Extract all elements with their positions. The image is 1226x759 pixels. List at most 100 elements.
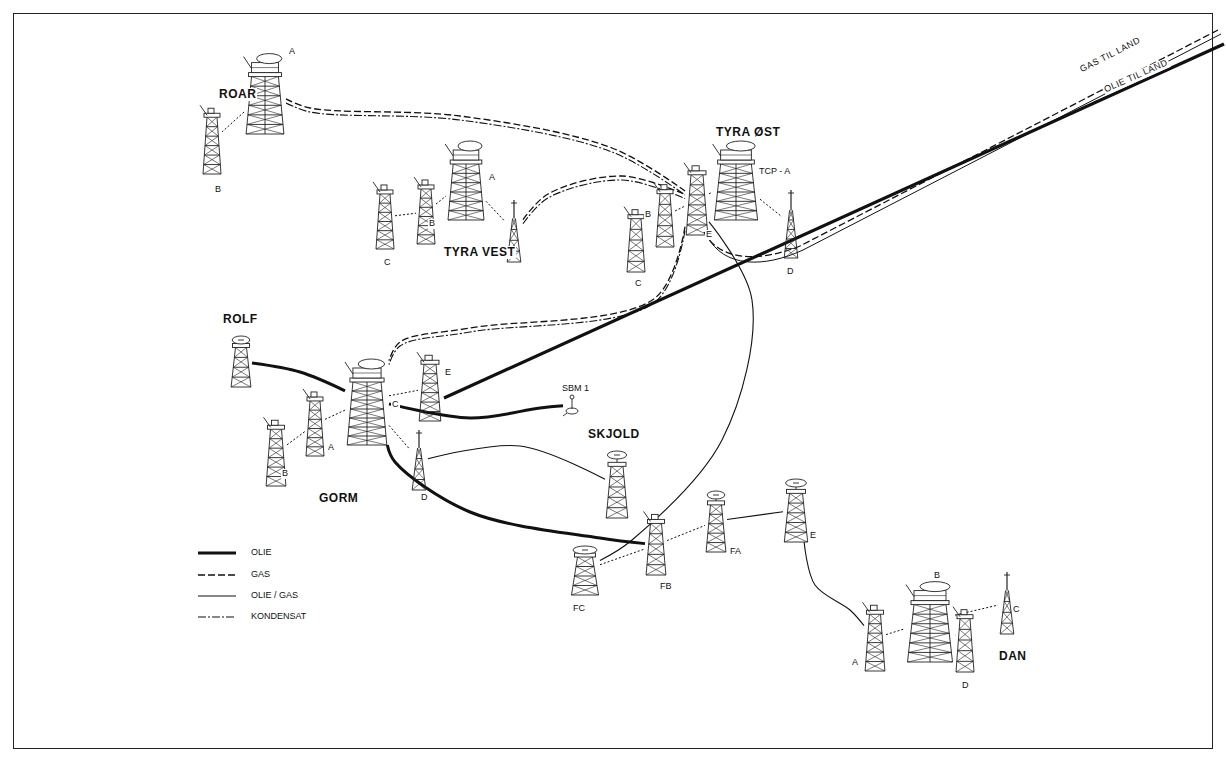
pipeline-stroke bbox=[727, 512, 783, 520]
field-name: SKJOLD bbox=[587, 428, 641, 441]
bridge bbox=[667, 525, 705, 540]
legend-text: OLIE bbox=[250, 548, 273, 558]
bridge bbox=[222, 112, 244, 132]
gas-to-land-line bbox=[704, 30, 1221, 262]
bridge bbox=[287, 431, 305, 444]
platform-symbol bbox=[410, 430, 428, 490]
platform-symbol bbox=[783, 478, 809, 542]
bridge bbox=[436, 196, 446, 204]
pipeline-stroke bbox=[389, 404, 563, 418]
oil-to-land-line bbox=[444, 44, 1224, 398]
pipeline-stroke bbox=[389, 227, 685, 361]
platform: D bbox=[955, 610, 975, 672]
field-name: ROLF bbox=[222, 313, 259, 326]
platform-symbol bbox=[955, 610, 975, 672]
platform: TCP - A bbox=[712, 140, 760, 220]
platform-symbol bbox=[605, 450, 629, 518]
platform: C bbox=[375, 185, 395, 249]
platform: C bbox=[626, 210, 646, 272]
platform-letter: B bbox=[644, 210, 652, 220]
pipeline-stroke bbox=[600, 549, 645, 565]
platform-letter: C bbox=[383, 258, 392, 268]
platform-letter: A bbox=[327, 443, 335, 453]
pipeline-stroke bbox=[287, 431, 305, 444]
bridge bbox=[760, 199, 782, 217]
pipeline-stroke bbox=[955, 605, 998, 615]
bridge bbox=[709, 192, 712, 194]
platform: B bbox=[265, 420, 287, 486]
pipeline-stroke bbox=[675, 206, 685, 211]
bridge bbox=[486, 201, 505, 221]
platform: B bbox=[655, 185, 675, 247]
platform-symbol bbox=[418, 355, 442, 421]
legend-text: KONDENSAT bbox=[250, 612, 307, 622]
platform-symbol bbox=[446, 140, 486, 220]
platform-letter: C bbox=[1012, 605, 1021, 615]
field-name: GORM bbox=[318, 492, 359, 505]
pipeline bbox=[389, 404, 563, 418]
pipeline-stroke bbox=[667, 525, 705, 540]
bridge bbox=[389, 390, 418, 396]
pipeline-stroke bbox=[395, 213, 416, 216]
platform-letter: D bbox=[786, 267, 795, 277]
platform: SBM 1 bbox=[563, 395, 581, 415]
platform: SKJOLD bbox=[605, 450, 629, 518]
pipeline-stroke bbox=[252, 363, 345, 391]
pipeline bbox=[428, 446, 605, 480]
platform-letter: B bbox=[214, 185, 222, 195]
platform-symbol bbox=[864, 605, 886, 671]
bridge bbox=[389, 425, 410, 449]
platform: E bbox=[783, 478, 809, 542]
pipeline-stroke bbox=[428, 446, 605, 480]
platform-letter: A bbox=[288, 47, 296, 57]
pipeline-stroke bbox=[389, 231, 685, 365]
pipeline bbox=[727, 512, 783, 520]
bridge bbox=[395, 213, 416, 216]
pipeline-label: OLIE TIL LAND bbox=[1102, 58, 1170, 96]
platform: A bbox=[446, 140, 486, 220]
platform: FB bbox=[645, 515, 667, 575]
platform: A bbox=[305, 392, 325, 456]
pipeline-stroke bbox=[523, 180, 685, 224]
bridge bbox=[886, 629, 905, 635]
platform: FC bbox=[570, 545, 600, 595]
platform-letter: C bbox=[634, 279, 643, 289]
pipeline-stroke bbox=[436, 196, 446, 204]
pipeline bbox=[387, 445, 645, 544]
platform: E bbox=[685, 165, 709, 235]
pipeline-stroke bbox=[804, 542, 864, 626]
platform-letter: C bbox=[391, 400, 400, 410]
platform-letter: E bbox=[444, 368, 452, 378]
platform-symbol bbox=[563, 395, 581, 415]
bridge bbox=[600, 549, 645, 565]
platform: A bbox=[864, 605, 886, 671]
platform: C bbox=[998, 572, 1016, 634]
platform: B bbox=[905, 580, 955, 662]
legend-samples bbox=[198, 553, 236, 617]
platform-letter: SBM 1 bbox=[561, 384, 590, 394]
platform-symbol bbox=[705, 490, 727, 552]
platform-letter: A bbox=[851, 658, 859, 668]
pipeline bbox=[804, 542, 864, 626]
field-name: ROAR bbox=[218, 88, 257, 101]
platform-letter: E bbox=[809, 531, 817, 541]
pipeline-stroke bbox=[325, 410, 345, 419]
platform-letter: D bbox=[961, 681, 970, 691]
platform: B bbox=[416, 180, 436, 244]
bridge bbox=[325, 410, 345, 419]
platform: E bbox=[418, 355, 442, 421]
platform-letter: D bbox=[420, 493, 429, 503]
pipeline-stroke bbox=[760, 199, 782, 217]
platform: C bbox=[345, 355, 389, 445]
platform-symbol bbox=[375, 185, 395, 249]
platform-letter: E bbox=[705, 230, 713, 240]
platform-symbol bbox=[570, 545, 600, 595]
pipeline-stroke bbox=[600, 222, 753, 561]
legend-text: GAS bbox=[250, 570, 271, 580]
pipeline-label: GAS TIL LAND bbox=[1078, 35, 1144, 75]
platform-symbol bbox=[345, 355, 389, 445]
platform-symbol bbox=[905, 580, 955, 662]
platform-letter: B bbox=[428, 219, 436, 229]
